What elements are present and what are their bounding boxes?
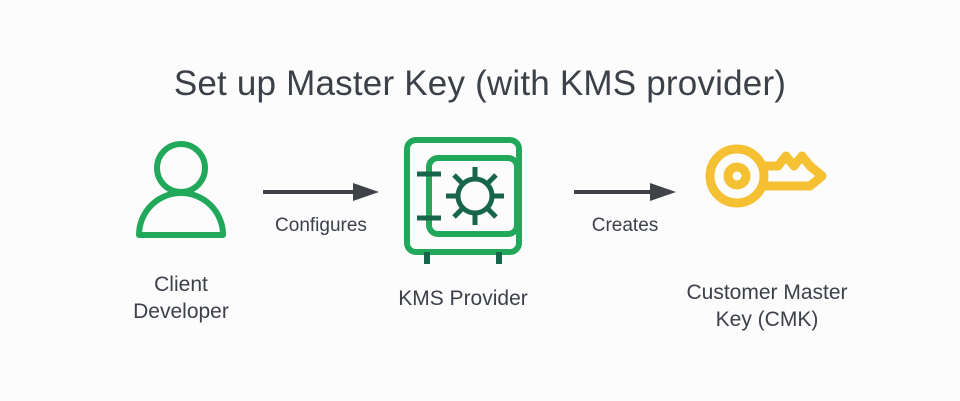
page-title: Set up Master Key (with KMS provider) [173, 64, 787, 103]
node-customer-master-key-label-line2: Key (CMK) [715, 308, 819, 331]
node-customer-master-key: Customer Master Key (CMK) [672, 140, 862, 333]
node-client-developer: Client Developer [86, 138, 276, 325]
arrow-creates-line-icon [572, 183, 678, 206]
node-client-developer-label-line1: Client [154, 273, 208, 296]
node-customer-master-key-label: Customer Master Key (CMK) [672, 279, 862, 333]
arrow-creates-label: Creates [591, 215, 659, 236]
arrow-configures-label: Configures [275, 215, 367, 236]
arrow-creates: Creates [560, 182, 690, 237]
node-client-developer-label-line2: Developer [133, 300, 229, 323]
key-icon [672, 140, 862, 217]
safe-vault-icon [368, 134, 558, 269]
node-kms-provider: KMS Provider [368, 134, 558, 312]
node-customer-master-key-label-line1: Customer Master [686, 281, 848, 304]
arrow-configures: Configures [248, 182, 394, 237]
node-kms-provider-label: KMS Provider [368, 285, 558, 312]
node-kms-provider-label-line1: KMS Provider [398, 287, 528, 310]
person-icon [86, 138, 276, 253]
arrow-configures-line-icon [261, 183, 381, 206]
node-client-developer-label: Client Developer [86, 271, 276, 325]
